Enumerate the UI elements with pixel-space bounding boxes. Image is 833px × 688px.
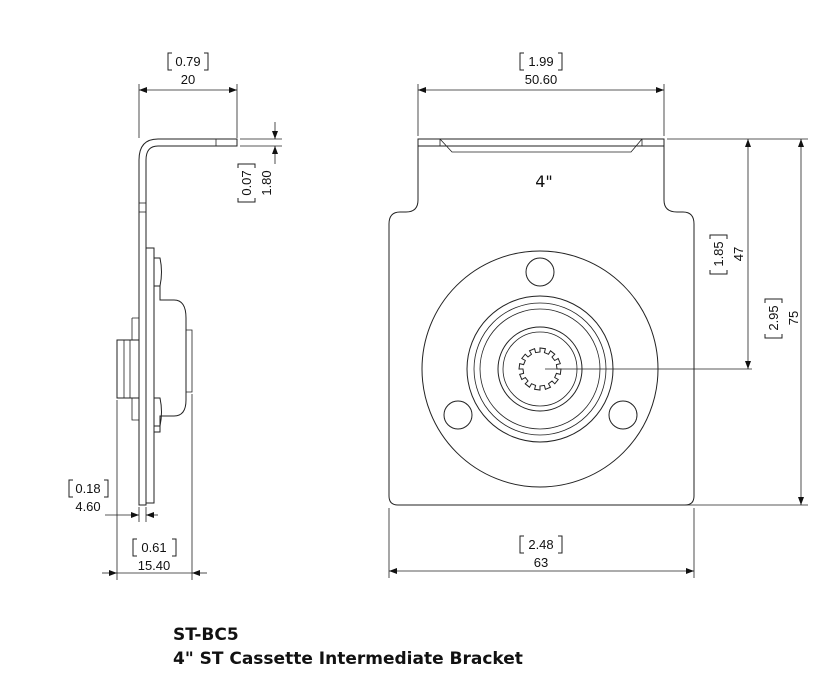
dim-bracket <box>68 479 109 498</box>
front-plate-outline <box>388 146 695 506</box>
side-rivet <box>154 257 162 287</box>
dim-bracket <box>237 163 256 203</box>
dim-front-top-width-in: 1.99 <box>528 54 553 69</box>
dim-bracket <box>519 535 563 554</box>
side-hub-collar <box>131 317 139 421</box>
side-hub <box>116 339 140 399</box>
side-back-housing <box>145 247 155 504</box>
dim-front-width-in: 2.48 <box>528 537 553 552</box>
dim-side-offset-mm: 4.60 <box>75 499 100 514</box>
part-code: ST-BC5 <box>173 625 239 645</box>
side-view <box>116 138 238 506</box>
dim-side-top-width-mm: 20 <box>181 72 195 87</box>
dim-front-center-height-mm: 47 <box>731 247 746 261</box>
dim-side-depth-in: 0.61 <box>141 540 166 555</box>
side-bearing-lip <box>186 329 193 393</box>
side-bearing-body <box>154 285 187 433</box>
dim-front-center-height-in: 1.85 <box>711 241 726 266</box>
part-description: 4" ST Cassette Intermediate Bracket <box>173 649 523 669</box>
mounting-hole <box>525 257 555 287</box>
mounting-hole <box>608 400 638 430</box>
dim-side-thickness-in: 0.07 <box>239 170 254 195</box>
front-flange-bend <box>439 138 643 153</box>
dim-bracket <box>709 234 728 275</box>
front-view: 4" <box>388 138 752 506</box>
side-flange-outline <box>138 138 238 161</box>
mounting-hole <box>443 400 473 430</box>
dim-bracket <box>167 52 209 71</box>
dim-bracket <box>132 538 177 557</box>
dim-side-top-width-in: 0.79 <box>175 54 200 69</box>
dim-front-width-mm: 63 <box>534 555 548 570</box>
dim-side-thickness-mm: 1.80 <box>259 170 274 195</box>
dim-front-top-width-mm: 50.60 <box>525 72 558 87</box>
side-view-dimensions: 0.79 20 0.07 1.80 0.18 4.60 0.61 15.40 <box>68 52 282 580</box>
dim-front-height-mm: 75 <box>786 311 801 325</box>
front-view-dimensions: 1.99 50.60 2.48 63 1.85 47 2.95 75 <box>388 52 808 578</box>
dim-bracket <box>764 298 783 339</box>
dim-bracket <box>519 52 563 71</box>
dim-side-offset-in: 0.18 <box>75 481 100 496</box>
dim-front-height-in: 2.95 <box>766 305 781 330</box>
front-top-flange <box>417 138 665 147</box>
dim-side-depth-mm: 15.40 <box>138 558 171 573</box>
front-marking: 4" <box>535 172 553 191</box>
splined-bore <box>518 347 562 391</box>
